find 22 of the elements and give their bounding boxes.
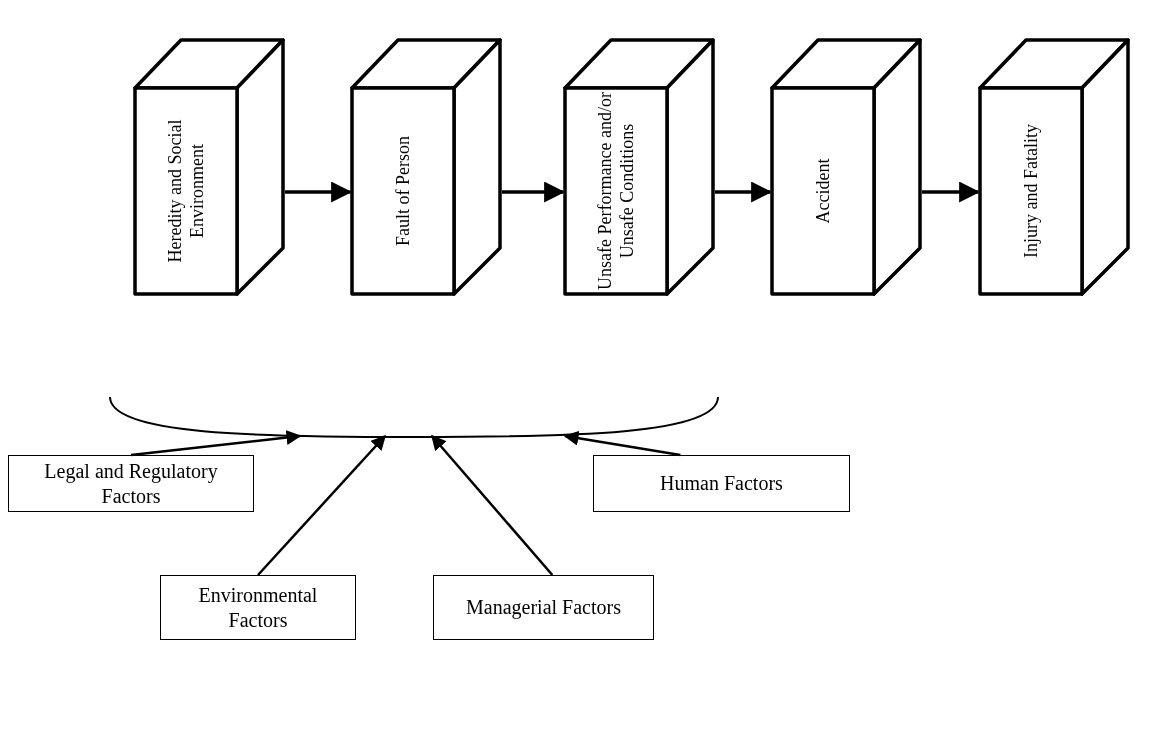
block-label: Unsafe Performance and/or Unsafe Conditions — [593, 91, 638, 291]
block-label: Accident — [811, 158, 834, 224]
factor-box — [160, 575, 356, 640]
factor-box — [433, 575, 654, 640]
arrow — [285, 181, 353, 203]
arrow — [257, 434, 386, 576]
factor-box — [8, 455, 254, 512]
block-label: Heredity and Social Environment — [163, 118, 208, 265]
factor-box — [593, 455, 850, 512]
arrow — [130, 430, 302, 457]
box-label: Managerial Factors — [466, 595, 621, 620]
arrow — [715, 181, 773, 203]
box-label: Legal and Regulatory Factors — [43, 458, 219, 509]
curved-bracket — [108, 395, 720, 440]
block-label: Fault of Person — [391, 136, 414, 246]
arrow — [502, 181, 566, 203]
arrow — [563, 430, 681, 457]
arrow — [922, 181, 981, 203]
arrow — [431, 434, 554, 576]
box-label: Environmental Factors — [197, 582, 319, 633]
block-label: Injury and Fatality — [1019, 124, 1042, 258]
box-label: Human Factors — [660, 471, 783, 496]
